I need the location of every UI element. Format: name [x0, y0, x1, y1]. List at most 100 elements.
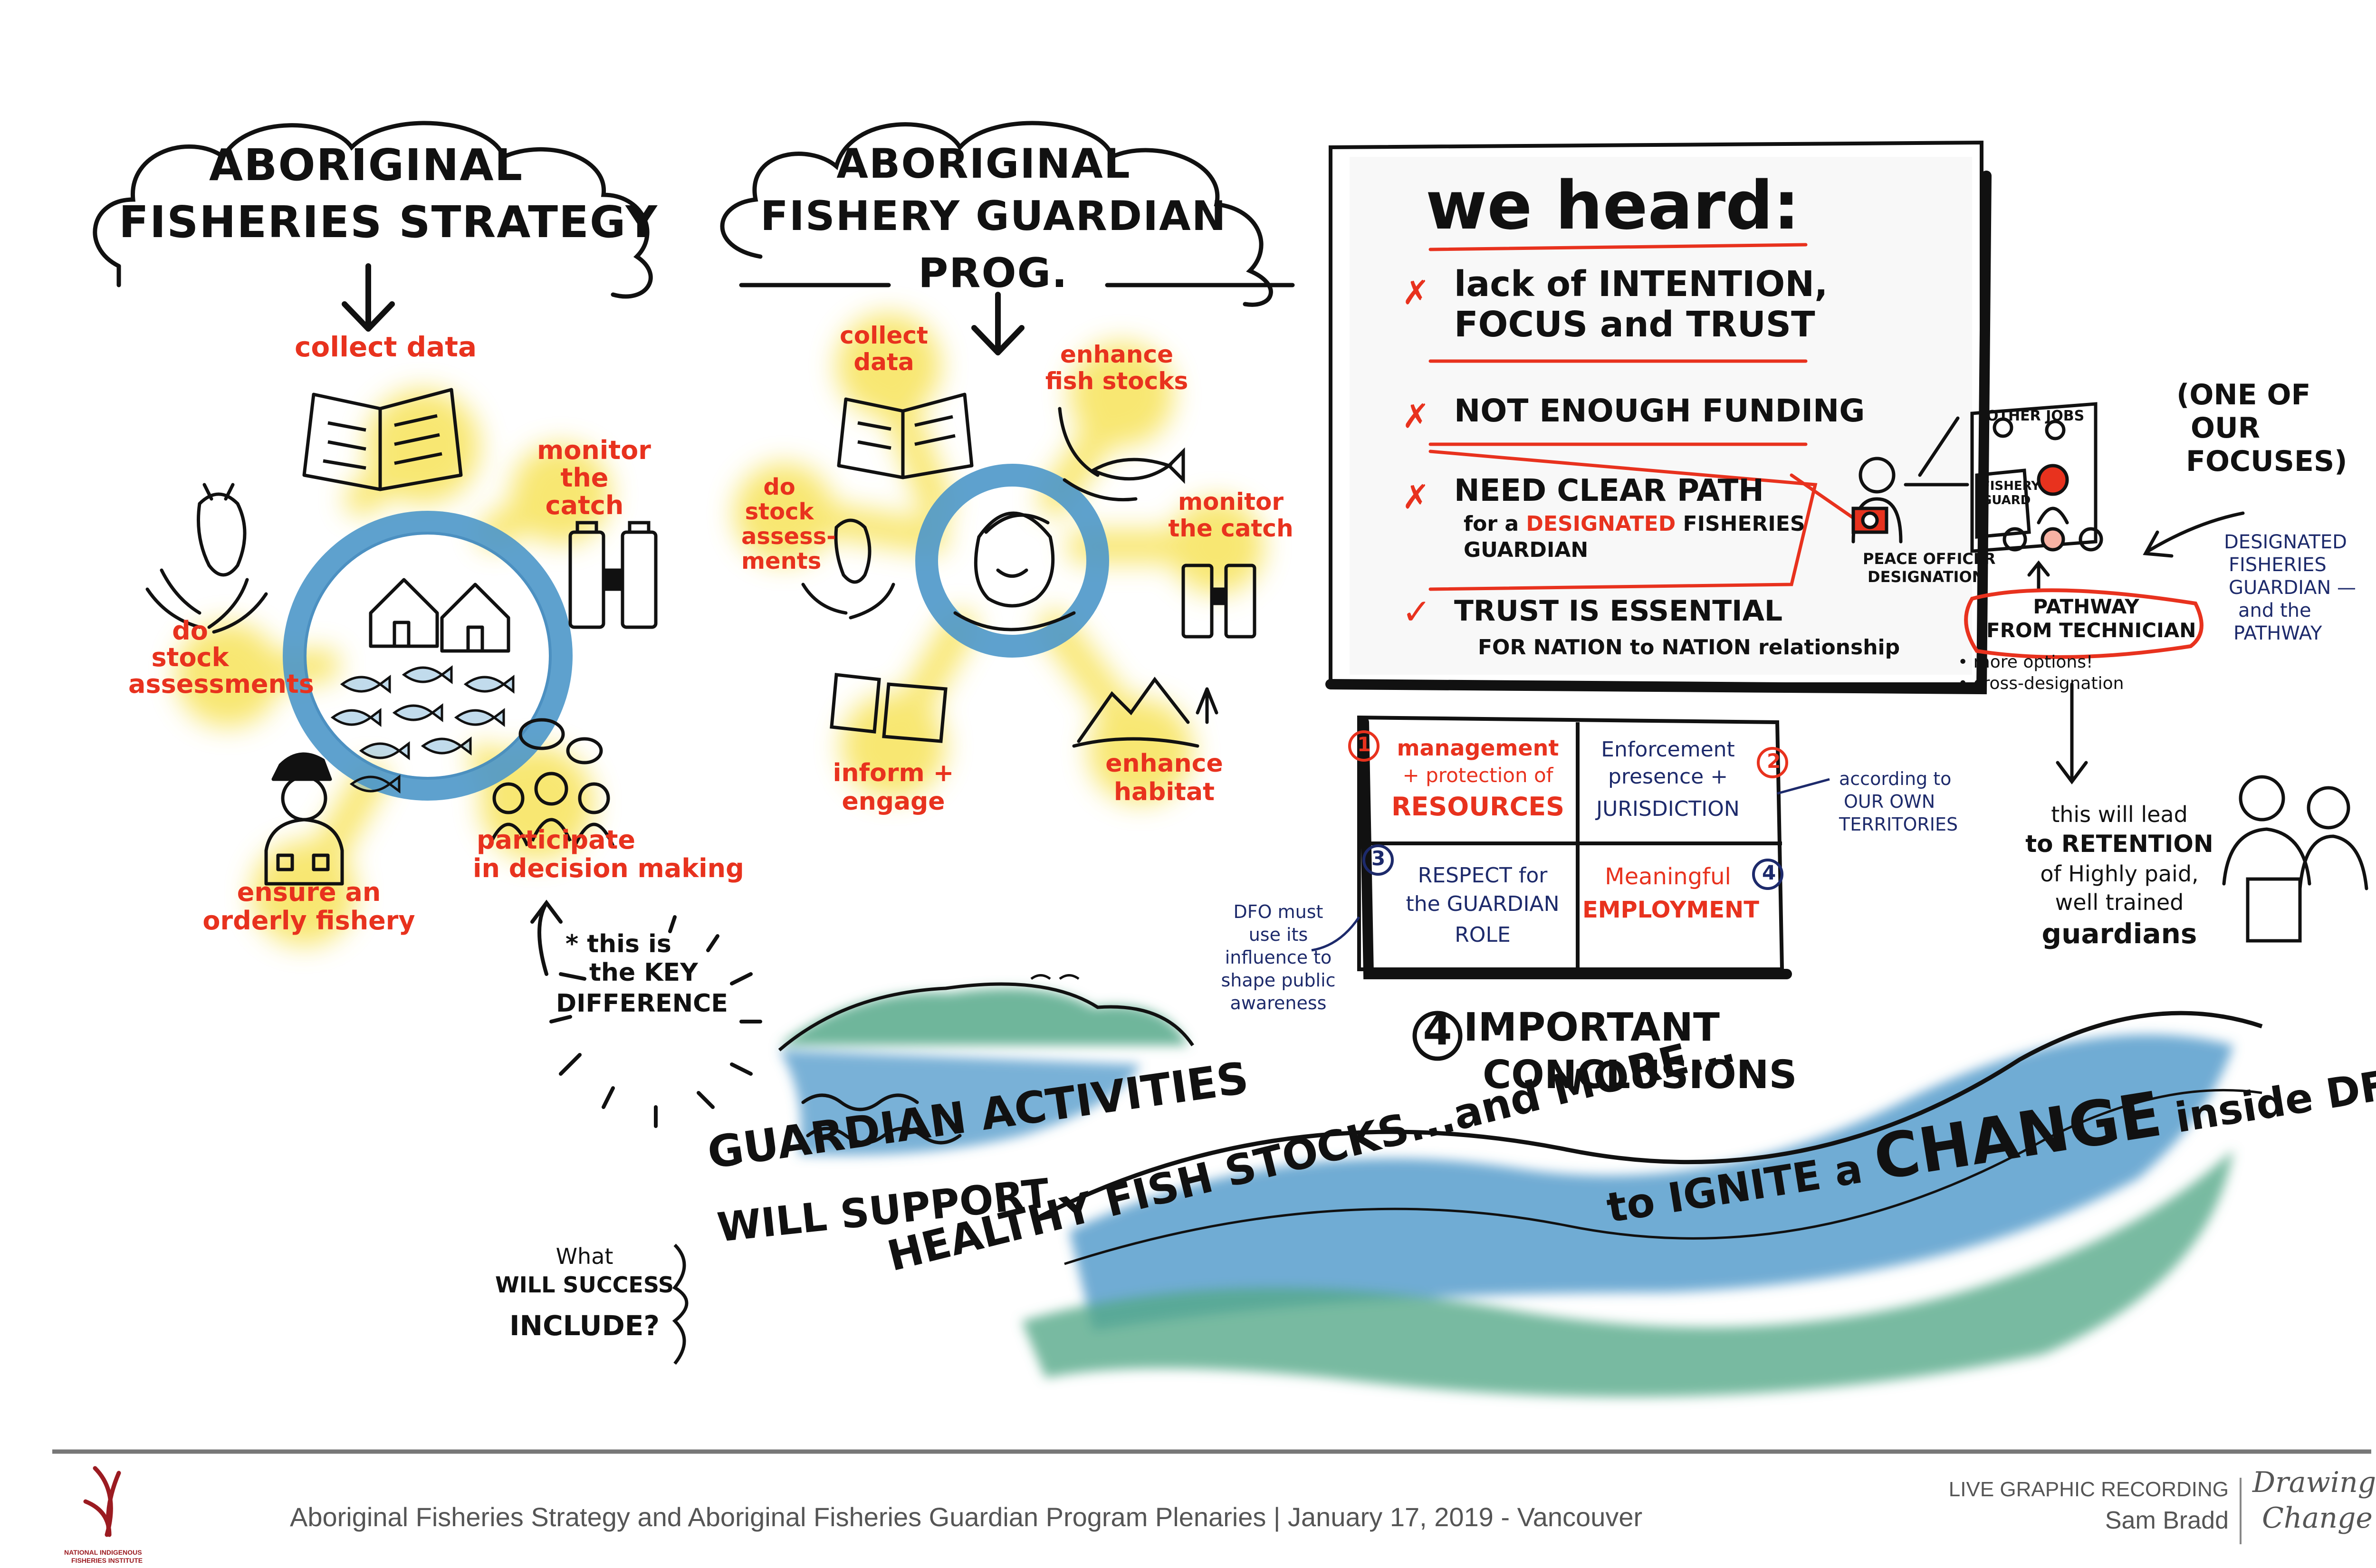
pathway-bullet-1: • more options!	[1958, 652, 2093, 672]
fishery-guard-l1: FISHERY	[1982, 479, 2041, 493]
dfo-l1: DFO must	[1233, 901, 1323, 922]
focus-arrow	[2143, 511, 2245, 558]
strategy-monitor-l2: the	[560, 463, 609, 493]
guardian-monitor-l2: the catch	[1168, 515, 1293, 542]
territories-l1: according to	[1839, 768, 1952, 789]
drawing-change-brand-l2: Change	[2262, 1501, 2373, 1535]
peace-officer-l1: PEACE OFFICER	[1863, 550, 1996, 568]
book-icon	[302, 388, 463, 491]
hands-fish-icon	[145, 483, 268, 634]
designated-l4: and the	[2238, 600, 2311, 621]
fishery-guard-l2: GUARD	[1982, 493, 2031, 507]
strategy-orderly-l2: orderly fishery	[202, 906, 415, 936]
strategy-orderly-l1: ensure an	[237, 877, 381, 907]
heard-item3-mark: ✗	[1402, 478, 1430, 516]
guardian-enhance-fish-l2: fish stocks	[1045, 367, 1188, 395]
heard-item3-fisheries: FISHERIES	[1676, 512, 1805, 536]
footer-live-recording: LIVE GRAPHIC RECORDING	[1948, 1478, 2229, 1501]
heard-item3-l3: GUARDIAN	[1464, 538, 1589, 562]
guardian-binoculars-icon	[1181, 564, 1256, 639]
guardian-arrow	[971, 292, 1025, 355]
guardian-title-line1: ABORIGINAL	[836, 140, 1131, 188]
conclusion-3-l2: the GUARDIAN	[1406, 892, 1560, 916]
conclusion-2-l2: presence +	[1608, 765, 1728, 789]
guardian-monitor-l1: monitor	[1178, 488, 1284, 516]
heard-item1-l2: FOCUS and TRUST	[1454, 304, 1815, 345]
strategy-stock-l2: stock	[151, 642, 229, 672]
nifi-logo-l1: NATIONAL INDIGENOUS	[64, 1549, 142, 1556]
conclusion-4-l1: Meaningful	[1605, 863, 1731, 890]
island-wave-illustration	[672, 974, 2263, 1397]
heard-item3-l1: NEED CLEAR PATH	[1454, 473, 1764, 508]
strategy-collect-data: collect data	[295, 331, 477, 363]
key-difference-l1: * this is	[565, 930, 671, 958]
conclusion-4-num: 4	[1762, 861, 1776, 884]
retention-l5: guardians	[2041, 918, 2197, 950]
guardian-inform-l1: inform +	[833, 759, 954, 787]
retention-l1: this will lead	[2051, 802, 2188, 827]
footer-caption: Aboriginal Fisheries Strategy and Aborig…	[290, 1502, 1643, 1532]
habitat-mountain-icon	[1072, 677, 1218, 748]
heard-item1-mark: ✗	[1402, 273, 1430, 312]
retention-arrow	[2056, 682, 2088, 784]
pathway-label-l2: FROM TECHNICIAN	[1986, 619, 2196, 642]
guardian-face-icon	[953, 511, 1076, 631]
conclusion-2-l1: Enforcement	[1601, 737, 1735, 762]
focus-l2: OUR	[2191, 411, 2260, 445]
strategy-participate-l2: in decision making	[473, 853, 744, 883]
decision-people-icon	[488, 718, 615, 847]
conclusions-title-l1: IMPORTANT	[1464, 1005, 1720, 1050]
heard-item4-l2: FOR NATION to NATION relationship	[1478, 635, 1900, 660]
guardian-collect-l1: collect	[840, 322, 928, 349]
strategy-title-line2: FISHERIES STRATEGY	[119, 197, 659, 248]
pathway-box	[1964, 588, 2204, 659]
documents-icon	[830, 673, 948, 743]
success-l1: What	[556, 1243, 613, 1269]
guardian-stock-l3: assess-	[741, 523, 836, 550]
nifi-logo-icon	[83, 1466, 121, 1537]
retention-l4: well trained	[2055, 889, 2184, 915]
pathway-diagram	[1851, 402, 2103, 591]
other-jobs-label: OTHER JOBS	[1986, 408, 2085, 424]
dfo-l4: shape public	[1221, 970, 1336, 991]
strategy-title-line1: ABORIGINAL	[209, 140, 524, 191]
territories-l2: OUR OWN	[1844, 791, 1935, 812]
strategy-arrow	[342, 263, 395, 332]
success-l2: WILL SUCCESS	[495, 1272, 674, 1298]
we-heard-board	[1325, 140, 1992, 695]
heard-item3-for-a: for a	[1464, 512, 1526, 536]
conclusion-3-l1: RESPECT for	[1418, 863, 1548, 888]
key-difference-l3: DIFFERENCE	[556, 989, 728, 1018]
peace-officer-l2: DESIGNATION	[1868, 568, 1985, 586]
strategy-participate-l1: participate	[476, 825, 636, 855]
heard-item4-mark: ✓	[1402, 592, 1432, 632]
conclusions-title-l2: CONCLUSIONS	[1483, 1052, 1797, 1098]
designated-l5: PATHWAY	[2233, 622, 2322, 644]
conclusion-2-l3: JURISDICTION	[1596, 797, 1740, 821]
fish-school-icon	[330, 665, 515, 794]
conclusion-1-l2: + protection of	[1402, 764, 1553, 787]
designated-l2: FISHERIES	[2229, 554, 2327, 576]
designated-l1: DESIGNATED	[2224, 531, 2347, 553]
strategy-stock-l3: assessments	[128, 669, 314, 699]
conclusions-title-num: 4	[1423, 1005, 1452, 1054]
guardian-collect-l2: data	[853, 348, 914, 376]
dfo-l2: use its	[1248, 924, 1308, 945]
houses-icon	[369, 578, 510, 653]
focus-l3: FOCUSES)	[2186, 445, 2347, 478]
guardian-hub	[734, 314, 1264, 803]
success-l3: INCLUDE?	[509, 1310, 660, 1342]
conclusion-3-num: 3	[1371, 847, 1386, 870]
pathway-label-l1: PATHWAY	[2033, 595, 2139, 618]
conclusion-4-l2: EMPLOYMENT	[1582, 897, 1759, 923]
guardian-hands-fish-icon	[801, 518, 895, 620]
heard-item2-mark: ✗	[1402, 397, 1430, 436]
guardian-title-line3: PROG.	[918, 249, 1068, 297]
jumping-fish-icon	[1058, 407, 1185, 502]
heard-item4-l1: TRUST IS ESSENTIAL	[1454, 594, 1783, 628]
heard-item1-l1: lack of INTENTION,	[1454, 264, 1828, 305]
guardian-habitat-l2: habitat	[1114, 778, 1215, 806]
guardian-title-cloud	[720, 121, 1295, 307]
pathway-bullet-2: • cross-designation	[1958, 674, 2124, 693]
